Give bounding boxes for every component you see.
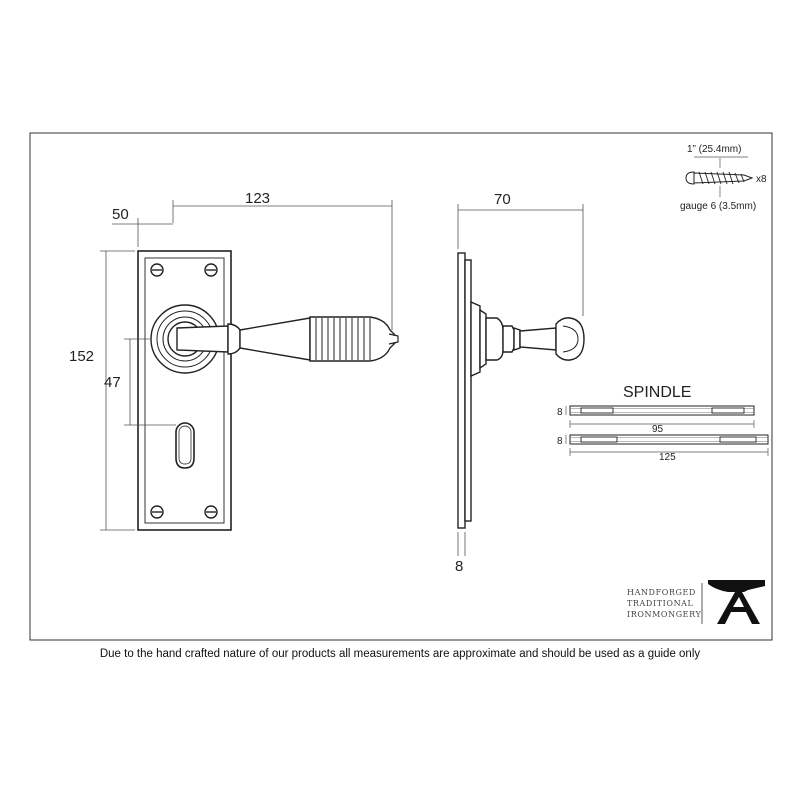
- drawing-frame: [29, 132, 773, 641]
- spindle-title: SPINDLE: [623, 384, 691, 401]
- backplate-bevel: [144, 257, 225, 524]
- side-dimensions: [457, 204, 584, 556]
- spindle-short-thickness: 8: [557, 407, 563, 418]
- spindle-short-length: 95: [652, 424, 664, 435]
- euro-keyhole: [175, 422, 195, 469]
- backplate: [137, 250, 232, 531]
- dim-centres: 47: [104, 374, 121, 391]
- dim-projection: 123: [245, 190, 270, 207]
- screw-length: 1” (25.4mm): [687, 144, 741, 155]
- screw-quantity: x8: [756, 174, 767, 185]
- brand-line-2: TRADITIONAL: [627, 599, 694, 608]
- screw: [685, 156, 754, 197]
- front-dimensions: [100, 200, 393, 531]
- brand-line-1: HANDFORGED: [627, 588, 696, 597]
- screw-holes: [150, 263, 218, 519]
- footer-disclaimer: Due to the hand crafted nature of our pr…: [99, 648, 701, 660]
- spindle-long: [565, 434, 769, 456]
- dim-side-projection: 70: [494, 191, 511, 208]
- screw-gauge: gauge 6 (3.5mm): [680, 201, 756, 212]
- brand-block: HANDFORGED TRADITIONAL IRONMONGERY: [627, 580, 765, 624]
- brand-line-3: IRONMONGERY: [627, 610, 701, 619]
- front-view: [137, 250, 399, 531]
- spindle-long-length: 125: [659, 452, 676, 463]
- lever-handle: [176, 316, 399, 362]
- dim-thickness: 8: [455, 558, 463, 575]
- screw-shank: [693, 172, 754, 184]
- screw-head: [685, 171, 695, 185]
- spindle-long-thickness: 8: [557, 436, 563, 447]
- dim-width: 50: [112, 206, 129, 223]
- side-view: [457, 252, 585, 529]
- anvil-logo-icon: [708, 580, 765, 624]
- spindle-short: [565, 405, 755, 428]
- dim-height: 152: [69, 348, 94, 365]
- side-lever-end: [555, 317, 585, 361]
- side-backplate: [457, 252, 466, 529]
